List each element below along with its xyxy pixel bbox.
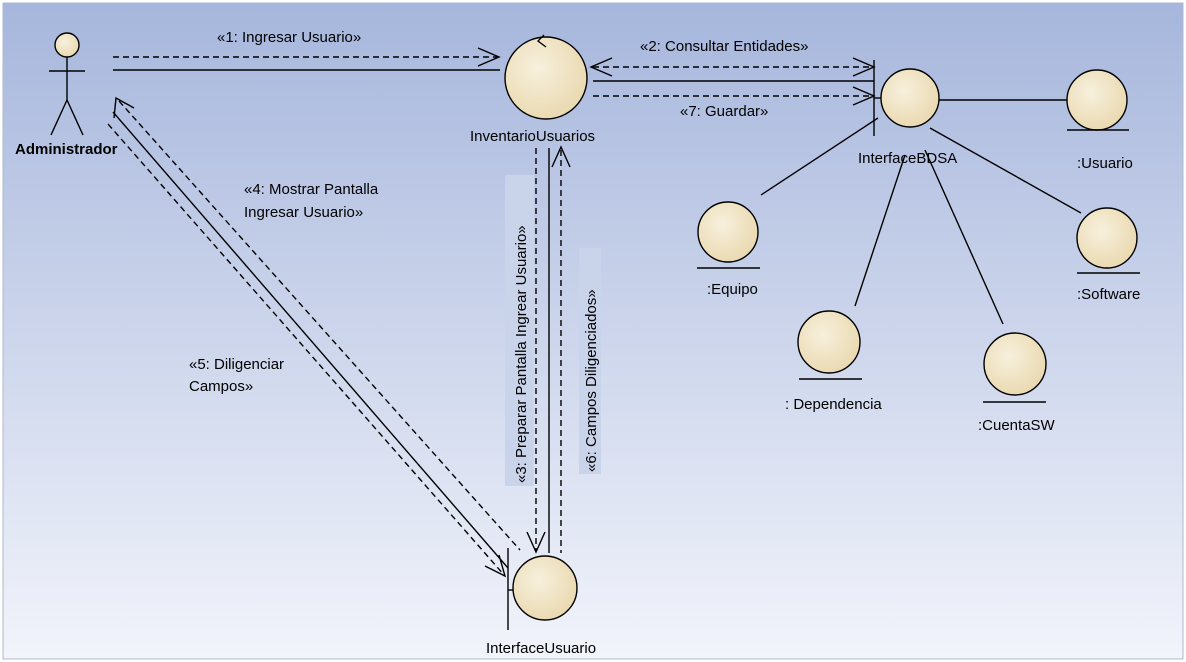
object-interface-bdsa: InterfaceBDSA	[858, 60, 957, 167]
object-interface-usuario: InterfaceUsuario	[486, 548, 596, 657]
entity-icon	[797, 310, 862, 380]
object-name: InventarioUsuarios	[470, 128, 595, 145]
message-label-6: «6: Campos Diligenciados»	[583, 289, 600, 472]
link-actor-interfaceusuario	[112, 111, 509, 569]
message-label-7: «7: Guardar»	[680, 103, 768, 120]
entity-name: :Software	[1077, 286, 1140, 303]
entity-usuario: :Usuario	[1066, 69, 1133, 172]
message-label-2: «2: Consultar Entidades»	[640, 38, 808, 55]
entity-icon	[1076, 207, 1140, 274]
msg5-arrow-line	[107, 123, 506, 577]
entity-equipo: :Equipo	[697, 201, 760, 298]
link-bdsa-software	[929, 127, 1082, 214]
entity-dependencia: : Dependencia	[785, 310, 882, 413]
entity-software: :Software	[1076, 207, 1140, 303]
entity-cuentasw: :CuentaSW	[978, 332, 1056, 434]
msg3-arrowhead	[526, 531, 546, 554]
msg5-arrowhead	[484, 554, 507, 578]
entity-icon	[697, 201, 760, 269]
label-highlight-3	[505, 175, 534, 486]
msg4-arrowhead	[113, 96, 135, 119]
link-bdsa-cuentasw	[924, 149, 1004, 325]
stick-figure-icon	[49, 32, 85, 136]
message-label-3: «3: Preparar Pantalla Ingrear Usuario»	[513, 225, 530, 483]
msg2-arrowhead-left	[589, 57, 613, 77]
message-label-5-line1: «5: Diligenciar	[189, 356, 284, 373]
object-name: InterfaceUsuario	[486, 640, 596, 657]
message-label-5-line2: Campos»	[189, 378, 253, 395]
boundary-icon	[507, 548, 578, 630]
msg1-arrowhead	[477, 47, 501, 67]
message-label-4-line2: Ingresar Usuario»	[244, 204, 363, 221]
message-label-4-line1: «4: Mostrar Pantalla	[244, 181, 379, 198]
label-highlight-6	[579, 248, 601, 474]
link-bdsa-equipo	[760, 117, 879, 196]
msg4-arrow-line	[118, 100, 521, 551]
entity-name: : Dependencia	[785, 396, 882, 413]
object-inventario-usuarios: InventarioUsuarios	[470, 34, 595, 145]
control-icon	[504, 36, 588, 120]
entity-icon	[983, 332, 1047, 403]
link-bdsa-dependencia	[854, 154, 906, 307]
entity-icon	[1066, 69, 1129, 131]
actor-name: Administrador	[15, 141, 118, 158]
boundary-icon	[873, 60, 940, 136]
entity-name: :Usuario	[1077, 155, 1133, 172]
actor-administrador: Administrador	[15, 32, 118, 158]
message-label-1: «1: Ingresar Usuario»	[217, 29, 361, 46]
object-name: InterfaceBDSA	[858, 150, 957, 167]
entity-name: :CuentaSW	[978, 417, 1056, 434]
entity-name: :Equipo	[707, 281, 758, 298]
msg6-arrowhead	[551, 145, 571, 168]
